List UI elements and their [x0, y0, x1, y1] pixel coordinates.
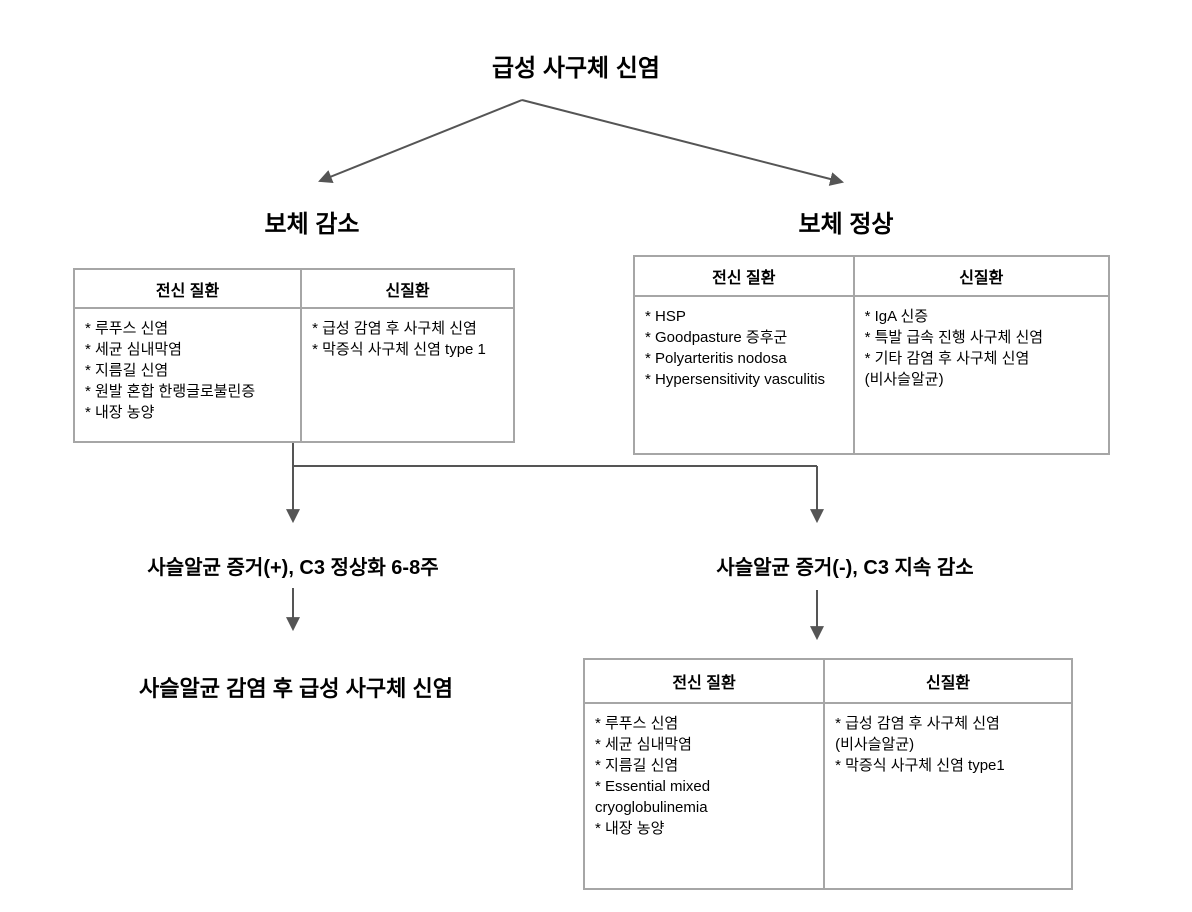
table-persistent-c3-decrease: 전신 질환 신질환 * 루푸스 신염 * 세균 심내막염 * 지름길 신염 * … — [583, 658, 1073, 890]
header-systemic-disease: 전신 질환 — [155, 282, 220, 300]
branch-complement-normal: 보체 정상 — [798, 211, 894, 238]
diagram-title: 급성 사구체 신염 — [492, 55, 660, 82]
list-item: * 특발 급속 진행 사구체 신염 — [864, 329, 1044, 346]
list-item: * Hypersensitivity vasculitis — [645, 371, 826, 388]
diagnosis-post-strep-agn: 사슬알균 감염 후 급성 사구체 신염 — [139, 676, 453, 701]
criteria-strep-negative: 사슬알균 증거(-), C3 지속 감소 — [716, 557, 974, 579]
cell-renal-list: * 급성 감염 후 사구체 신염 * 막증식 사구체 신염 type 1 — [300, 309, 513, 441]
table-header-row: 전신 질환 신질환 — [75, 270, 513, 309]
table-complement-decreased: 전신 질환 신질환 * 루푸스 신염 * 세균 심내막염 * 지름길 신염 * … — [73, 268, 515, 443]
list-item: * Polyarteritis nodosa — [645, 350, 787, 367]
table-body-row: * 루푸스 신염 * 세균 심내막염 * 지름길 신염 * 원발 혼합 한랭글로… — [75, 309, 513, 441]
list-item: * 급성 감염 후 사구체 신염 — [312, 320, 477, 337]
cell-systemic-list: * HSP * Goodpasture 증후군 * Polyarteritis … — [635, 297, 853, 453]
header-systemic-disease: 전신 질환 — [712, 270, 776, 287]
arrow-to-complement-low — [318, 99, 523, 184]
list-item: * Goodpasture 증후군 — [645, 329, 788, 346]
list-item: * 원발 혼합 한랭글로불린증 — [85, 383, 256, 400]
list-item: * 지름길 신염 — [595, 757, 679, 774]
list-item: * 내장 농양 — [595, 820, 665, 837]
list-item: * Essential mixed cryoglobulinemia — [595, 778, 711, 816]
header-renal-disease: 신질환 — [300, 270, 513, 307]
list-item: * 막증식 사구체 신염 type1 — [835, 757, 1005, 774]
cell-renal-list: * IgA 신증 * 특발 급속 진행 사구체 신염 * 기타 감염 후 사구체… — [852, 297, 1108, 453]
cell-systemic-list: * 루푸스 신염 * 세균 심내막염 * 지름길 신염 * Essential … — [585, 704, 823, 888]
list-item: * HSP — [645, 308, 686, 325]
list-item: * 막증식 사구체 신염 type 1 — [312, 341, 486, 358]
branch-complement-decreased: 보체 감소 — [264, 211, 360, 238]
header-renal-disease: 신질환 — [823, 660, 1071, 702]
table-header-row: 전신 질환 신질환 — [585, 660, 1071, 704]
list-item: * 루푸스 신염 — [85, 320, 169, 337]
list-item: * 내장 농양 — [85, 404, 155, 421]
cell-renal-list: * 급성 감염 후 사구체 신염(비사슬알균) * 막증식 사구체 신염 typ… — [823, 704, 1071, 888]
list-item: * 루푸스 신염 — [595, 715, 679, 732]
list-item: * 세균 심내막염 — [595, 736, 692, 753]
header-systemic-disease: 전신 질환 — [672, 675, 736, 692]
header-renal-disease: 신질환 — [852, 257, 1108, 295]
criteria-strep-positive: 사슬알균 증거(+), C3 정상화 6-8주 — [147, 557, 439, 579]
list-item: * 급성 감염 후 사구체 신염(비사슬알균) — [835, 715, 1000, 753]
table-body-row: * 루푸스 신염 * 세균 심내막염 * 지름길 신염 * Essential … — [585, 704, 1071, 888]
list-item: * IgA 신증 — [864, 308, 929, 325]
list-item: * 지름길 신염 — [85, 362, 169, 379]
list-item: * 세균 심내막염 — [85, 341, 182, 358]
table-body-row: * HSP * Goodpasture 증후군 * Polyarteritis … — [635, 297, 1108, 453]
cell-systemic-list: * 루푸스 신염 * 세균 심내막염 * 지름길 신염 * 원발 혼합 한랭글로… — [75, 309, 300, 441]
table-header-row: 전신 질환 신질환 — [635, 257, 1108, 297]
arrow-to-complement-normal — [521, 99, 845, 186]
table-complement-normal: 전신 질환 신질환 * HSP * Goodpasture 증후군 * Poly… — [633, 255, 1110, 455]
list-item: * 기타 감염 후 사구체 신염(비사슬알균) — [864, 350, 1030, 388]
